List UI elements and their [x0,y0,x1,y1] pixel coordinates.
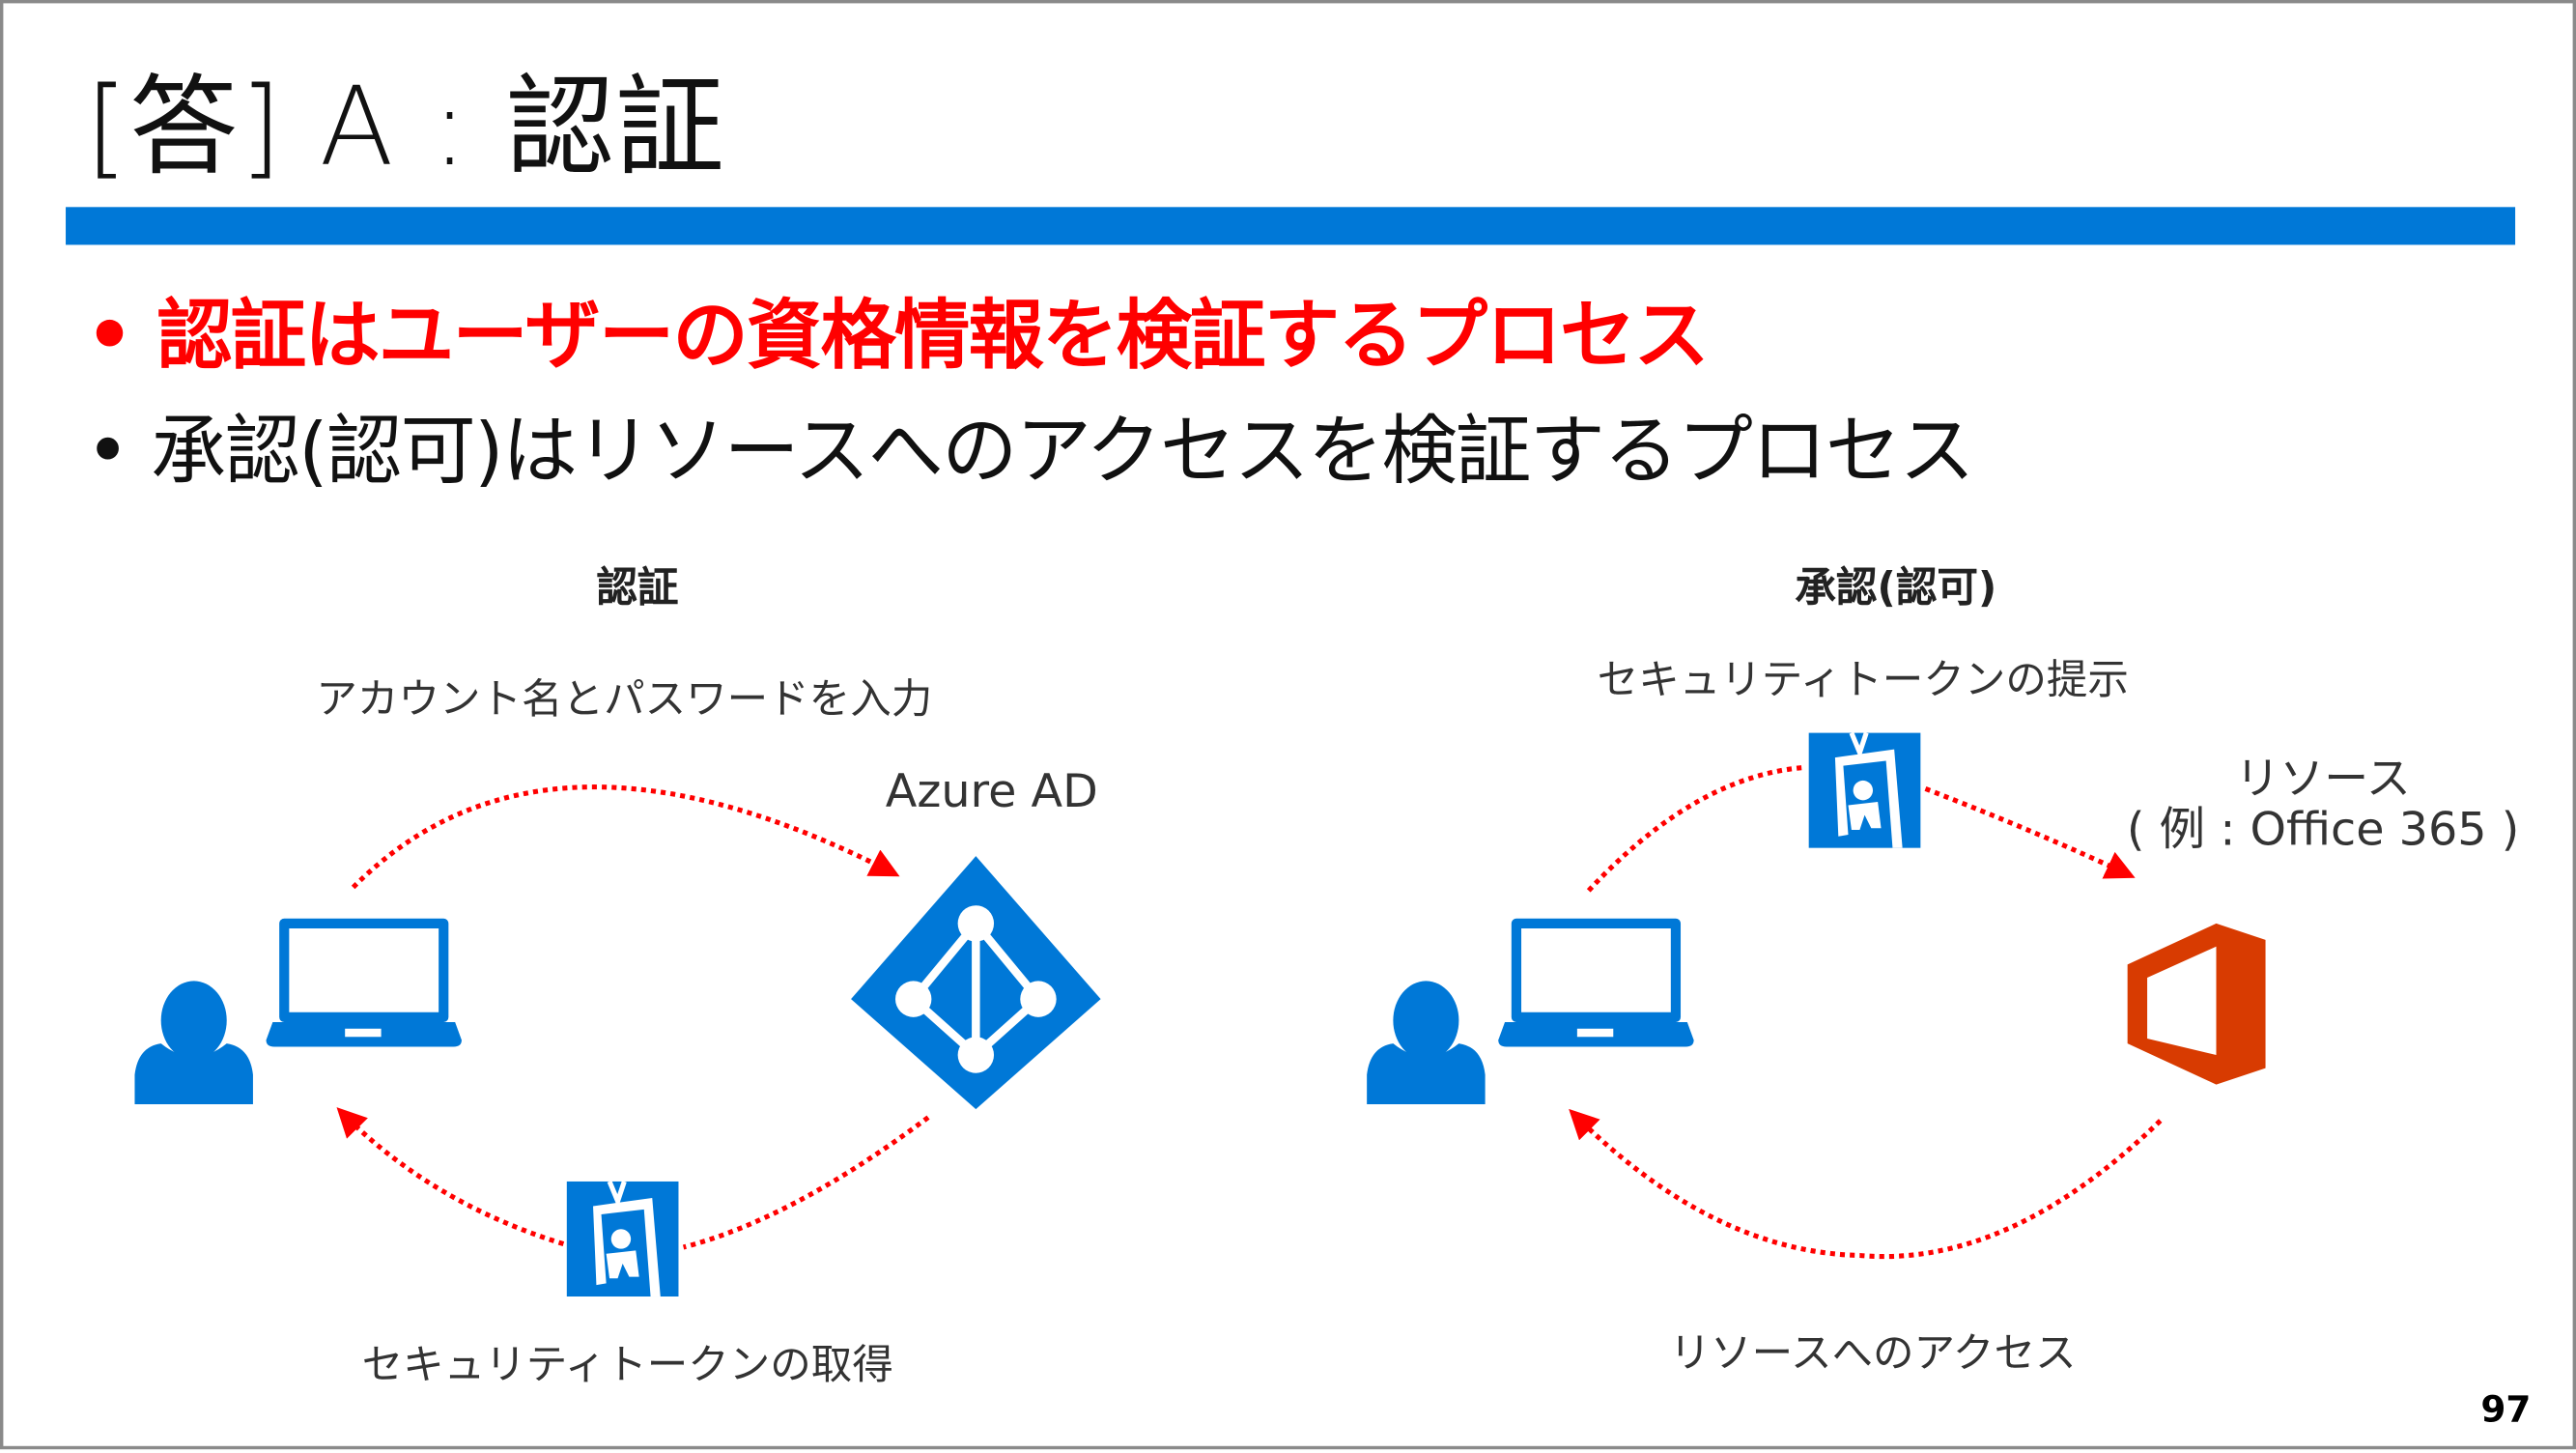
page-number: 97 [2480,1389,2532,1432]
arrow-token-return-a [682,1115,930,1250]
label-resource: リソース [2235,754,2411,806]
bullet-authorization: • 承認(認可)はリソースへのアクセスを検証するプロセス [85,406,1974,495]
laptop-icon [1498,918,1694,1047]
arrow-present-a [1586,764,1806,893]
laptop-icon [266,918,462,1047]
security-token-icon [567,1182,679,1296]
bullet-authentication: • 認証はユーザーの資格情報を検証するプロセス [85,291,1709,380]
authentication-heading: 認証 [596,563,679,612]
label-present-token: セキュリティトークンの提示 [1597,655,2129,703]
arrow-access [1569,1108,2163,1260]
arrow-token-return-b [336,1107,565,1247]
label-resource-example: ( 例 : Office 365 ) [2126,802,2520,857]
slide-title: [答] A : 認証 [85,64,726,191]
label-get-token: セキュリティトークンの取得 [361,1340,893,1389]
label-resource-access: リソースへのアクセス [1669,1329,2077,1378]
office-365-icon [2127,923,2266,1085]
arrow-present-b [1924,786,2136,879]
security-token-icon [1809,733,1921,848]
user-icon [1367,981,1486,1105]
title-divider-bar [66,207,2516,245]
authorization-heading: 承認(認可) [1795,563,1997,612]
label-azure-ad: Azure AD [885,763,1098,819]
user-icon [134,981,253,1105]
label-enter-credentials: アカウント名とパスワードを入力 [316,675,933,724]
arrow-credentials [351,784,900,890]
azure-ad-icon [851,856,1101,1110]
diagram [134,3,2266,1452]
